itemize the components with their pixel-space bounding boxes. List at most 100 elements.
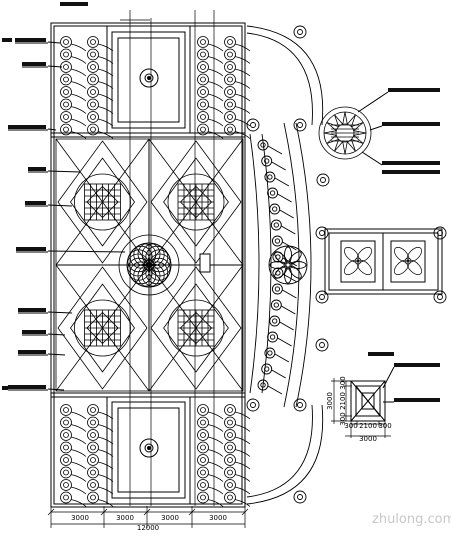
medallion-star-line xyxy=(342,141,346,155)
spiral-left-tail xyxy=(207,499,224,507)
column-knob xyxy=(246,398,260,412)
coffer-diamond xyxy=(57,266,148,390)
wing-spiral-inner xyxy=(264,158,270,164)
spiral-left-inner xyxy=(63,469,69,476)
spiral-right xyxy=(224,416,236,429)
spiral-right-tail xyxy=(234,81,251,89)
watermark-text: zhulong.com xyxy=(372,512,451,527)
wing-spiral-tail xyxy=(267,385,283,395)
tile-center xyxy=(404,257,412,265)
spiral-right-inner xyxy=(227,407,233,413)
spiral-right-inner xyxy=(90,126,96,133)
column-knob-inner xyxy=(297,29,303,35)
spiral-right xyxy=(224,491,236,504)
coffer-diamond xyxy=(150,266,242,390)
spiral-left xyxy=(197,466,209,479)
label-text-block xyxy=(8,125,46,129)
spiral-left-inner xyxy=(200,64,206,70)
dim-text-detail-h-total: 3000 xyxy=(359,435,377,443)
wing-spiral-tail xyxy=(271,161,286,171)
spiral-left xyxy=(197,491,209,504)
top-ceiling-panel xyxy=(111,31,186,129)
spiral-left-inner xyxy=(200,457,206,463)
spiral-right xyxy=(87,48,99,61)
spiral-right-inner xyxy=(90,101,96,108)
spiral-right-tail xyxy=(234,131,251,139)
wing-spiral xyxy=(261,155,273,167)
wing-spiral-inner xyxy=(264,366,270,372)
wing-spiral xyxy=(257,139,269,151)
dim-text-bottom-4: 3000 xyxy=(209,514,227,522)
medallion-detail xyxy=(318,106,372,160)
spiral-left-inner xyxy=(200,494,206,501)
spiral-right-inner xyxy=(227,51,233,58)
coffer-circle xyxy=(74,173,131,231)
spiral-left-inner xyxy=(63,51,69,58)
wing-spiral-tail xyxy=(271,369,286,379)
label-text-block xyxy=(2,38,12,42)
spiral-left-inner xyxy=(200,126,206,133)
wing-arc-4 xyxy=(295,122,312,408)
spiral-left xyxy=(60,123,72,136)
wing-spiral-inner xyxy=(269,334,276,340)
spiral-left xyxy=(197,404,209,416)
column-knob xyxy=(293,490,307,504)
curved-wing-structure xyxy=(246,25,447,505)
tile-center xyxy=(354,257,362,265)
column-knob xyxy=(315,290,329,304)
dim-tick xyxy=(143,508,151,516)
wing-flower-petal xyxy=(274,265,288,279)
spiral-left-inner xyxy=(200,114,206,120)
spiral-left xyxy=(197,61,209,73)
label-text-block xyxy=(15,38,46,42)
wing-spiral-tail xyxy=(282,289,297,299)
corridor-flower-tiles xyxy=(344,247,422,275)
spiral-left-tail xyxy=(207,449,224,457)
spiral-left-tail xyxy=(70,106,87,114)
column-knob xyxy=(315,226,329,240)
spiral-right-inner xyxy=(90,469,96,476)
spiral-left xyxy=(60,491,72,504)
dimension-lines xyxy=(47,10,391,528)
spiral-right-tail xyxy=(234,499,251,507)
label-text-block xyxy=(382,122,440,126)
medallion-star-line xyxy=(353,132,367,136)
spiral-right-inner xyxy=(90,76,96,83)
spiral-left-tail xyxy=(207,68,224,77)
dim-text-detail-h-3: 300 xyxy=(378,422,391,430)
wing-spiral-tail xyxy=(279,321,294,331)
label-text-block xyxy=(368,352,394,356)
spiral-right-tail xyxy=(234,118,251,127)
medallion-star-line xyxy=(344,141,348,155)
wing-spiral-tail xyxy=(281,225,296,235)
dim-text-bottom-2: 3000 xyxy=(116,514,134,522)
column-knob-inner xyxy=(319,342,325,348)
column-knob xyxy=(293,398,307,412)
medallion-star-line xyxy=(326,139,339,144)
wing-spiral-tail xyxy=(277,337,292,347)
spiral-right-inner xyxy=(227,432,233,438)
spiral-left-tail xyxy=(70,93,87,102)
spiral-left-tail xyxy=(70,436,87,445)
spiral-right-inner xyxy=(90,419,96,426)
label-text-block xyxy=(16,247,46,251)
spiral-right-inner xyxy=(90,64,96,70)
label-text-block xyxy=(25,201,46,205)
spiral-left-inner xyxy=(200,469,206,476)
spiral-right-tail xyxy=(97,474,114,482)
column-knob xyxy=(315,338,329,352)
wing-flower-petal xyxy=(289,261,307,269)
medallion-star-line xyxy=(344,111,348,125)
wing-spiral xyxy=(264,171,276,183)
spiral-left-inner xyxy=(63,64,69,70)
wing-spiral-inner xyxy=(260,382,266,388)
decorative-spiral-bands xyxy=(60,36,251,507)
wing-flower-petal xyxy=(288,251,302,265)
wing-flower-core xyxy=(283,260,293,270)
dim-text-detail-h-2: 2100 xyxy=(359,422,377,430)
spiral-right-inner xyxy=(227,64,233,70)
spiral-right-inner xyxy=(227,126,233,133)
spiral-right-tail xyxy=(234,436,251,445)
spiral-left-inner xyxy=(63,89,69,95)
annotation-callouts xyxy=(2,2,440,403)
